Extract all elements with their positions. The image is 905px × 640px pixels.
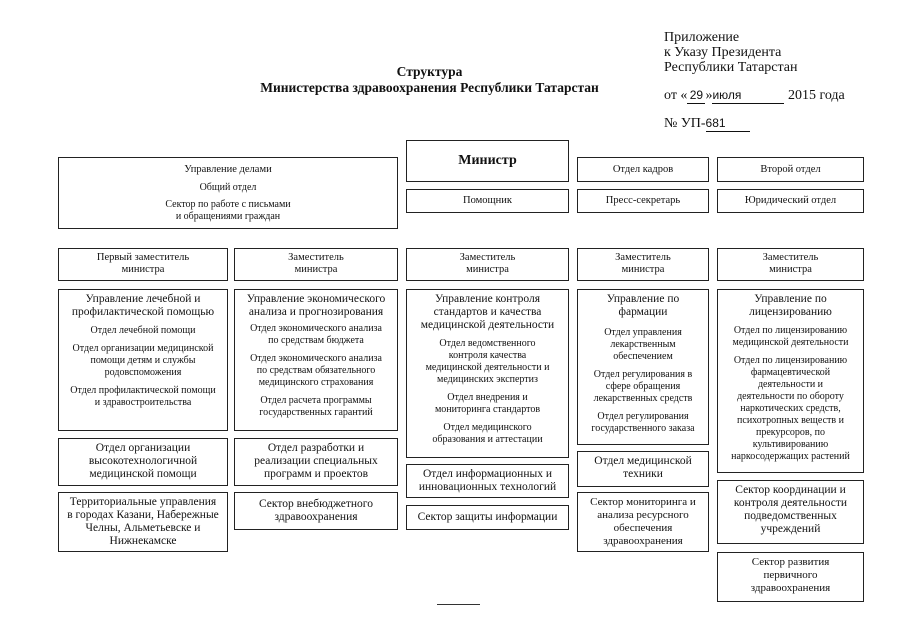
appendix-date: от «29»июля 2015 года: [664, 88, 845, 104]
date-month: июля: [712, 88, 785, 104]
page-title: Структура Министерства здравоохранения Р…: [260, 64, 599, 95]
deputy-minister-licensing-box: Заместитель министра: [717, 248, 864, 281]
decree-number: 681: [705, 116, 750, 132]
affairs-department-box: Управление делами Общий отдел Сектор по …: [58, 157, 398, 229]
appendix-line-1: Приложение: [664, 30, 740, 45]
first-deputy-minister-box: Первый заместитель министра: [58, 248, 228, 281]
extra-budget-sector-box: Сектор внебюджетного здравоохранения: [234, 492, 398, 530]
legal-department-box: Юридический отдел: [717, 189, 864, 213]
deputy-minister-pharmacy-box: Заместитель министра: [577, 248, 709, 281]
appendix-block: Приложение к Указу Президента Республики…: [664, 30, 845, 132]
primary-care-sector-box: Сектор развития первичного здравоохранен…: [717, 552, 864, 602]
resource-monitoring-sector-box: Сектор мониторинга и анализа ресурсного …: [577, 492, 709, 552]
deputy-minister-quality-box: Заместитель министра: [406, 248, 569, 281]
information-security-sector-box: Сектор защиты информации: [406, 505, 569, 530]
territorial-directorates-box: Территориальные управления в городах Каз…: [58, 492, 228, 552]
closing-line: [437, 604, 480, 605]
coordination-control-sector-box: Сектор координации и контроля деятельнос…: [717, 480, 864, 544]
date-day: 29: [687, 88, 706, 104]
appendix-line-3: Республики Татарстан: [664, 60, 798, 75]
second-department-box: Второй отдел: [717, 157, 864, 182]
high-tech-care-department-box: Отдел организации высокотехнологичной ме…: [58, 438, 228, 486]
minister-box: Министр: [406, 140, 569, 182]
press-secretary-box: Пресс-секретарь: [577, 189, 709, 213]
appendix-line-2: к Указу Президента: [664, 45, 782, 60]
deputy-minister-economics-box: Заместитель министра: [234, 248, 398, 281]
hr-department-box: Отдел кадров: [577, 157, 709, 182]
assistant-box: Помощник: [406, 189, 569, 213]
information-technology-department-box: Отдел информационных и инновационных тех…: [406, 464, 569, 498]
appendix-number: № УП-681: [664, 116, 845, 132]
special-programs-department-box: Отдел разработки и реализации специальны…: [234, 438, 398, 486]
medical-equipment-department-box: Отдел медицинской техники: [577, 451, 709, 487]
